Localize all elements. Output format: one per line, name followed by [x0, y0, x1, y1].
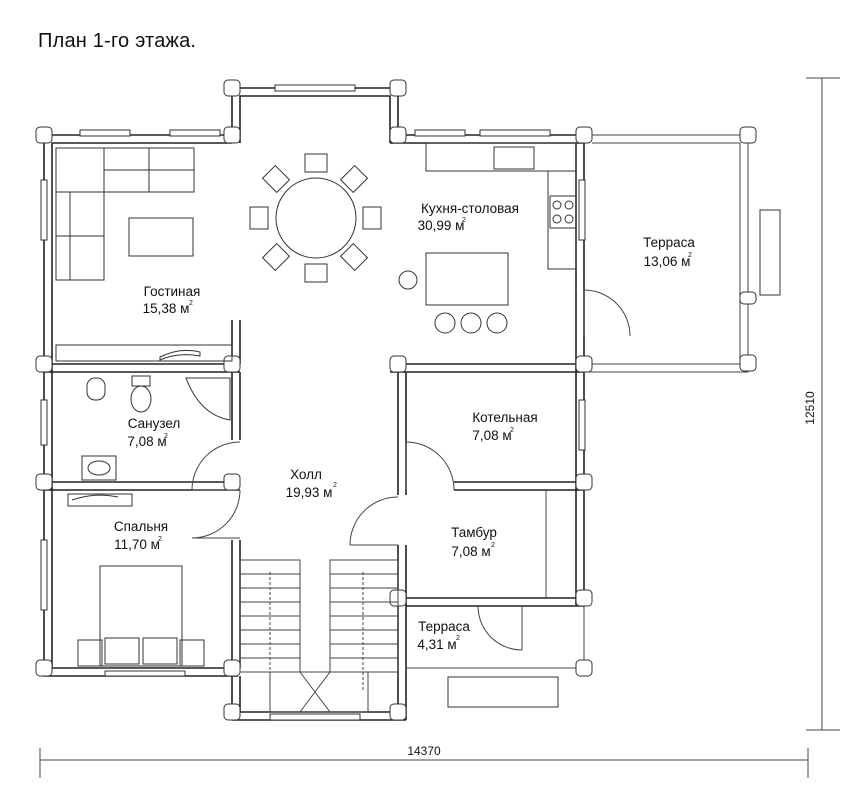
log-corners	[35, 79, 757, 721]
sofa	[55, 147, 195, 281]
page-title: План 1-го этажа.	[38, 30, 197, 52]
room-hall-sup: 2	[333, 482, 337, 489]
furniture	[55, 142, 577, 713]
walls	[43, 87, 749, 721]
room-bathroom-name: Санузел	[128, 416, 181, 431]
room-boiler-name: Котельная	[472, 410, 537, 425]
room-bedroom-sup: 2	[158, 536, 162, 543]
room-kitchen-name: Кухня-столовая	[421, 201, 519, 216]
room-boiler-area: 7,08 м	[472, 428, 511, 443]
room-bathroom-sup: 2	[164, 433, 168, 440]
room-terrace1-area: 13,06 м	[644, 254, 691, 269]
room-terrace2-name: Терраса	[418, 619, 470, 634]
bed	[77, 565, 205, 667]
room-hall-area: 19,93 м	[286, 485, 333, 500]
room-vestibule-area: 7,08 м	[451, 544, 490, 559]
kitchen-units	[398, 142, 577, 334]
doors	[191, 289, 631, 651]
room-hall-name: Холл	[290, 467, 322, 482]
room-terrace1-name: Терраса	[643, 235, 695, 250]
dimension-width: 14370	[39, 744, 809, 778]
room-living-area: 15,38 м	[143, 301, 190, 316]
dimension-height-label: 12510	[803, 391, 817, 425]
dimension-width-label: 14370	[407, 744, 441, 758]
room-bathroom-area: 7,08 м	[127, 434, 166, 449]
room-vestibule-sup: 2	[491, 542, 495, 549]
room-kitchen-sup: 2	[462, 217, 466, 224]
dimension-height: 12510	[803, 77, 840, 731]
tv-stand	[55, 344, 233, 362]
room-labels: Гостиная 15,38 м 2 Кухня-столовая 30,99 …	[114, 201, 696, 652]
coffee-table	[128, 217, 194, 257]
room-terrace1-sup: 2	[688, 252, 692, 259]
windows	[40, 84, 781, 721]
room-living-sup: 2	[189, 300, 193, 307]
room-boiler-sup: 2	[510, 427, 514, 434]
room-bedroom-area: 11,70 м	[114, 537, 160, 552]
stairs	[239, 559, 399, 713]
room-living-name: Гостиная	[144, 284, 201, 299]
room-terrace2-area: 4,31 м	[417, 637, 456, 652]
tv	[159, 349, 201, 361]
room-kitchen-area: 30,99 м	[418, 218, 465, 233]
room-vestibule-name: Тамбур	[451, 525, 497, 540]
bathroom-fixtures	[67, 375, 231, 507]
room-bedroom-name: Спальня	[114, 519, 168, 534]
dining-table	[249, 153, 382, 283]
room-terrace2-sup: 2	[456, 635, 460, 642]
